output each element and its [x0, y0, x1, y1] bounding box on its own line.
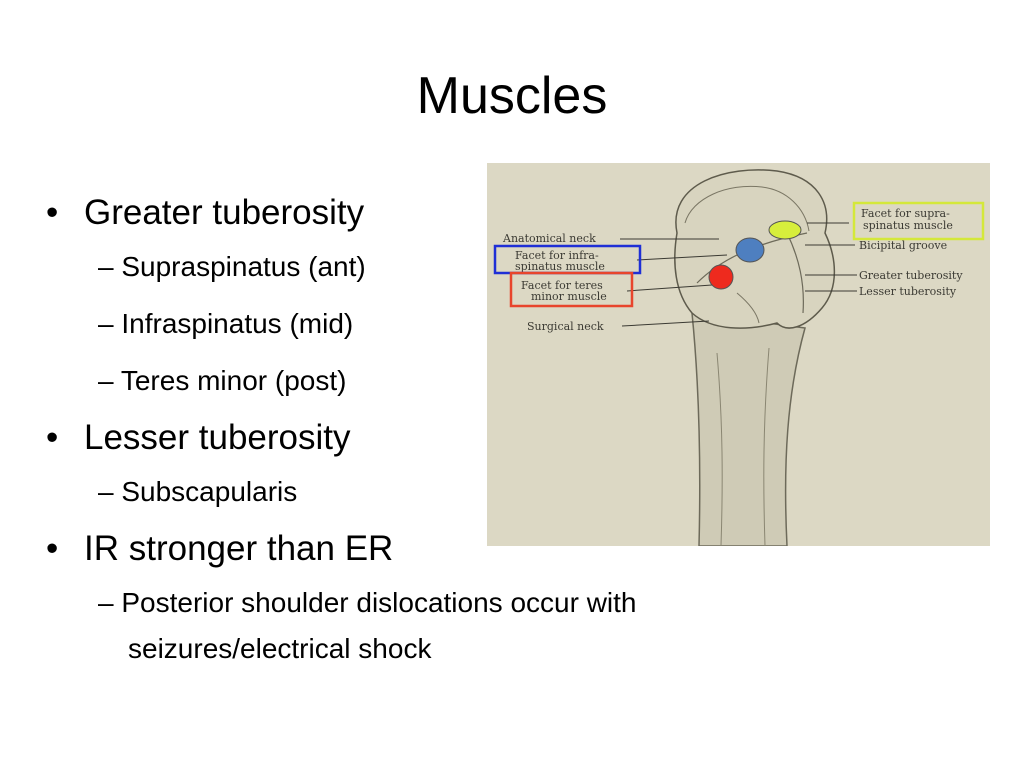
marker-supraspinatus	[768, 220, 802, 240]
highlight-box-supraspinatus	[852, 201, 985, 241]
bullet-list: • Greater tuberosity – Supraspinatus (an…	[46, 190, 846, 683]
label-anatomical-neck: Anatomical neck	[502, 232, 596, 245]
highlight-box-teres-minor	[509, 271, 634, 308]
slide-title: Muscles	[416, 67, 608, 125]
label-facet-infra-line1: Facet for infra-	[515, 249, 599, 262]
humerus-shaft	[691, 312, 806, 546]
label-bicipital-groove: Bicipital groove	[859, 239, 947, 252]
bullet-icon: •	[46, 193, 59, 232]
bullet-ir-stronger: • IR stronger than ER	[46, 526, 846, 572]
sub-bullet-text: Infraspinatus (mid)	[121, 308, 354, 339]
bullet-lesser-tuberosity: • Lesser tuberosity	[46, 415, 846, 461]
sub-bullet-text: Posterior shoulder dislocations occur wi…	[121, 587, 637, 664]
label-facet-teres-line1: Facet for teres	[521, 279, 603, 292]
sub-bullet-text: Supraspinatus (ant)	[121, 251, 366, 282]
marker-infraspinatus	[735, 237, 765, 263]
sub-bullet-posterior-dislocation: – Posterior shoulder dislocations occur …	[98, 587, 637, 664]
sub-bullet-text: Teres minor (post)	[120, 365, 347, 396]
bullet-icon: •	[46, 418, 59, 457]
label-facet-infra-line2: spinatus muscle	[515, 260, 605, 273]
label-facet-supra-line2: spinatus muscle	[863, 219, 953, 232]
sub-bullet-infraspinatus: – Infraspinatus (mid)	[98, 308, 354, 339]
marker-teres-minor	[708, 264, 734, 290]
bullet-text: Greater tuberosity	[84, 193, 365, 232]
label-lesser-tuberosity: Lesser tuberosity	[859, 285, 957, 298]
bullet-text: IR stronger than ER	[84, 529, 394, 568]
sub-bullet-teres-minor: – Teres minor (post)	[98, 365, 347, 396]
bullet-icon: •	[46, 529, 59, 568]
sub-bullet-supraspinatus: – Supraspinatus (ant)	[98, 251, 366, 282]
sub-bullet-text: Subscapularis	[121, 476, 298, 507]
humerus-illustration: Anatomical neck Facet for infra- spinatu…	[487, 163, 990, 546]
sub-bullet-subscapularis: – Subscapularis	[98, 476, 298, 507]
label-greater-tuberosity: Greater tuberosity	[859, 269, 963, 282]
bullet-text: Lesser tuberosity	[84, 418, 351, 457]
humerus-drawing: Anatomical neck Facet for infra- spinatu…	[493, 169, 985, 546]
label-surgical-neck: Surgical neck	[527, 320, 604, 333]
bullet-greater-tuberosity: • Greater tuberosity	[46, 190, 846, 236]
label-facet-teres-line2: minor muscle	[531, 290, 607, 303]
label-facet-supra-line1: Facet for supra-	[861, 207, 950, 220]
